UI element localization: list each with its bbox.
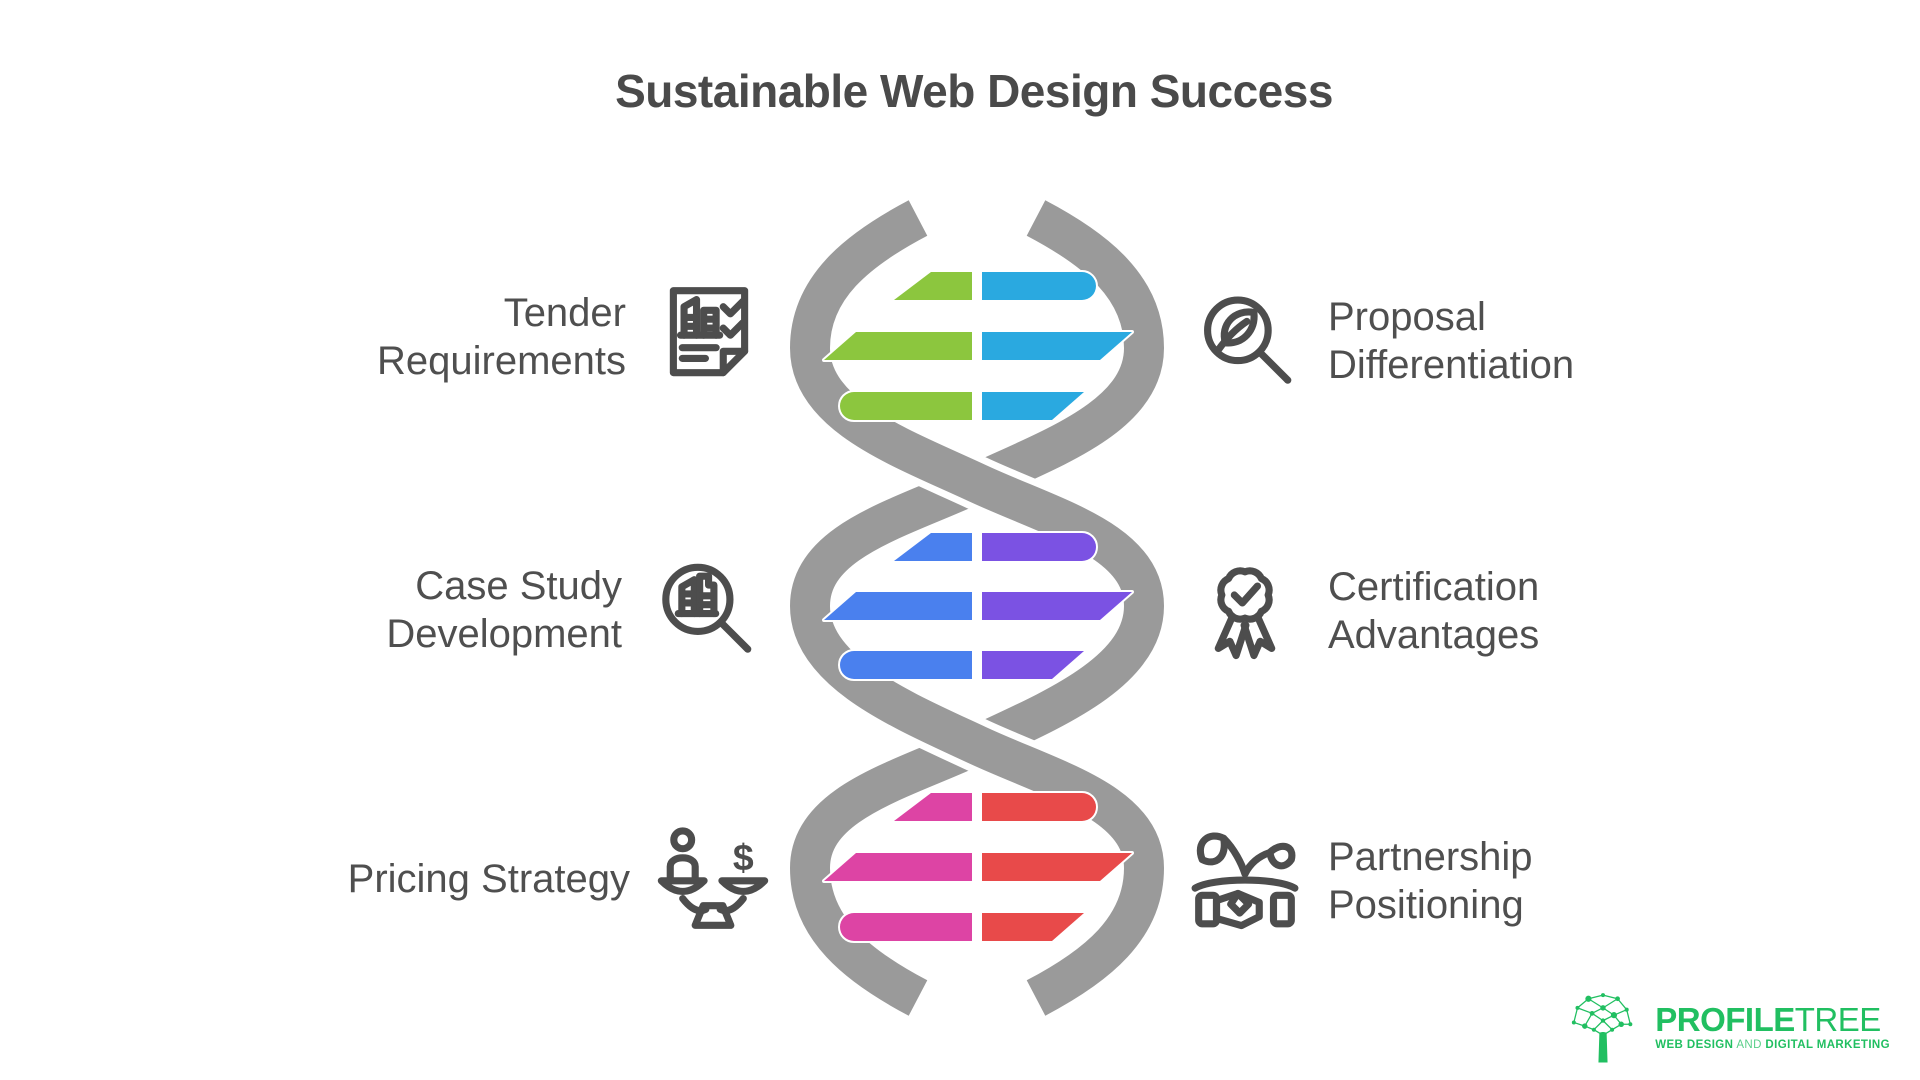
rung-bot-3-right: [980, 911, 1086, 943]
dna-helix-graphic: [782, 188, 1172, 1043]
rung-bot-2-left: [822, 851, 974, 883]
rung-top-1-right: [980, 270, 1098, 302]
partnership-handshake-icon: [1188, 824, 1302, 938]
svg-text:$: $: [733, 836, 754, 878]
leaf-magnifier-icon: [1188, 284, 1302, 398]
item-certification-advantages: Certification Advantages: [1188, 554, 1539, 668]
helix-strand-end: [1026, 867, 1164, 1016]
helix-strand-end: [1026, 200, 1164, 349]
rung-mid-1-left: [892, 531, 974, 563]
rung-bot-1-right: [980, 791, 1098, 823]
helix-strand-over: [790, 604, 1164, 870]
item-label: Case Study Development: [386, 564, 622, 656]
item-label: Partnership Positioning: [1328, 835, 1533, 927]
certification-badge-icon: [1188, 554, 1302, 668]
item-label: Certification Advantages: [1328, 565, 1540, 657]
rung-bot-1-left: [892, 791, 974, 823]
rung-mid-1-right: [980, 531, 1098, 563]
logo-tree-icon: [1561, 986, 1645, 1068]
item-label: Proposal Differentiation: [1328, 295, 1575, 387]
rung-top-3-left: [838, 390, 974, 422]
helix-strand-over: [790, 346, 1164, 608]
rung-bot-2-right: [980, 851, 1134, 883]
logo-word-profile: PROFILE: [1655, 1000, 1795, 1038]
helix-strand-end: [790, 867, 928, 1016]
case-study-magnifier-icon: [648, 553, 762, 667]
rung-mid-3-right: [980, 649, 1086, 681]
rung-bot-3-left: [838, 911, 974, 943]
dna-helix-svg: [783, 200, 1171, 1016]
item-case-study-development: Case Study Development: [386, 553, 762, 667]
rung-mid-2-right: [980, 590, 1134, 622]
helix-strand-end: [790, 200, 928, 349]
rung-top-3-right: [980, 390, 1086, 422]
item-tender-requirements: Tender Requirements: [377, 280, 766, 394]
item-partnership-positioning: Partnership Positioning: [1188, 824, 1533, 938]
tender-document-icon: [652, 280, 766, 394]
item-label: Pricing Strategy: [347, 857, 630, 901]
logo-tagline: WEB DESIGN AND DIGITAL MARKETING: [1655, 1039, 1890, 1052]
page-title: Sustainable Web Design Success: [615, 65, 1333, 117]
pricing-scale-icon: $: [656, 822, 770, 936]
rung-top-1-left: [892, 270, 974, 302]
rung-mid-2-left: [822, 590, 974, 622]
rung-top-2-left: [822, 330, 974, 362]
item-label: Tender Requirements: [376, 291, 626, 383]
profiletree-logo: PROFILETREE WEB DESIGN AND DIGITAL MARKE…: [1561, 986, 1890, 1068]
logo-text: PROFILETREE WEB DESIGN AND DIGITAL MARKE…: [1655, 1000, 1890, 1052]
rung-mid-3-left: [838, 649, 974, 681]
item-proposal-differentiation: Proposal Differentiation: [1188, 284, 1574, 398]
rung-top-2-right: [980, 330, 1134, 362]
logo-wordmark: PROFILETREE: [1655, 1000, 1890, 1038]
item-pricing-strategy: Pricing Strategy $: [348, 822, 770, 936]
logo-word-tree: TREE: [1794, 1000, 1882, 1038]
